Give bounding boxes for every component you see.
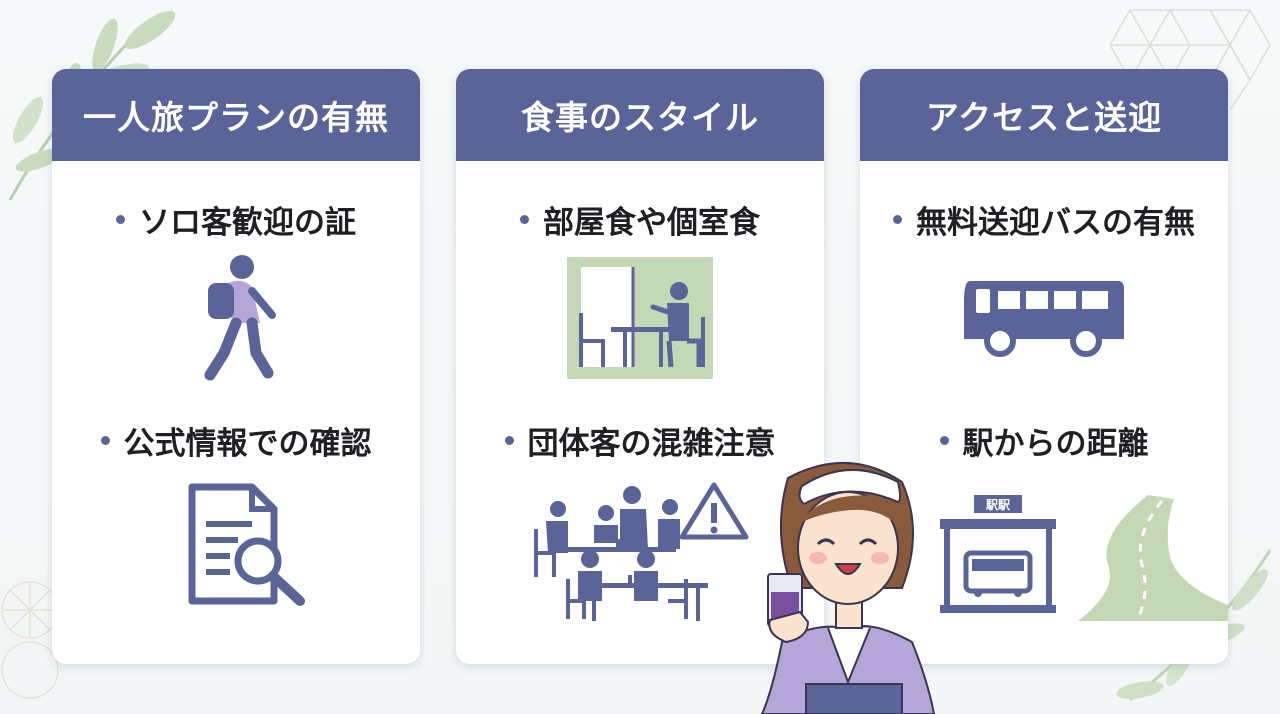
bullet-label: 駅からの距離 [962, 426, 1149, 462]
bullet-item: 公式情報での確認 [52, 418, 420, 463]
station-road-icon: 駅駅 [940, 495, 1228, 621]
card-title: 一人旅プランの有無 [52, 69, 420, 161]
bullet-label: 団体客の混雑注意 [527, 426, 776, 462]
card-solo-plan: 一人旅プランの有無 ソロ客歓迎の証 公式情報での確認 [52, 69, 420, 664]
card-meal-style: 食事のスタイル 部屋食や個室食 団体客の混雑注意 [456, 69, 824, 664]
bullet-item: 団体客の混雑注意 [456, 418, 824, 463]
bullet-dot-icon [116, 215, 125, 224]
private-dining-room-icon [567, 257, 713, 379]
bullet-label: 部屋食や個室食 [543, 205, 760, 241]
card-title: アクセスと送迎 [860, 69, 1228, 161]
yukata-woman-drinking-icon [760, 462, 936, 714]
bullet-item: 駅からの距離 [860, 418, 1228, 463]
station-sign-label: 駅駅 [985, 498, 1011, 512]
bullet-item: 無料送迎バスの有無 [860, 197, 1228, 242]
bullet-label: 公式情報での確認 [123, 426, 372, 462]
bullet-dot-icon [520, 215, 529, 224]
bullet-dot-icon [939, 436, 949, 445]
bullet-dot-icon [100, 436, 110, 445]
bullet-label: 無料送迎バスの有無 [916, 205, 1195, 241]
document-search-icon [188, 483, 305, 606]
bullet-dot-icon [504, 436, 514, 445]
shuttle-bus-icon [964, 281, 1124, 357]
bullet-item: 部屋食や個室食 [456, 197, 824, 242]
card-access-shuttle: アクセスと送迎 無料送迎バスの有無 駅からの距離 駅駅 [860, 69, 1228, 664]
walking-backpacker-icon [204, 255, 276, 381]
bullet-item: ソロ客歓迎の証 [52, 197, 420, 242]
bullet-label: ソロ客歓迎の証 [139, 205, 356, 241]
crowded-dining-warning-icon [534, 482, 749, 621]
bullet-dot-icon [893, 215, 902, 224]
card-title: 食事のスタイル [456, 69, 824, 161]
